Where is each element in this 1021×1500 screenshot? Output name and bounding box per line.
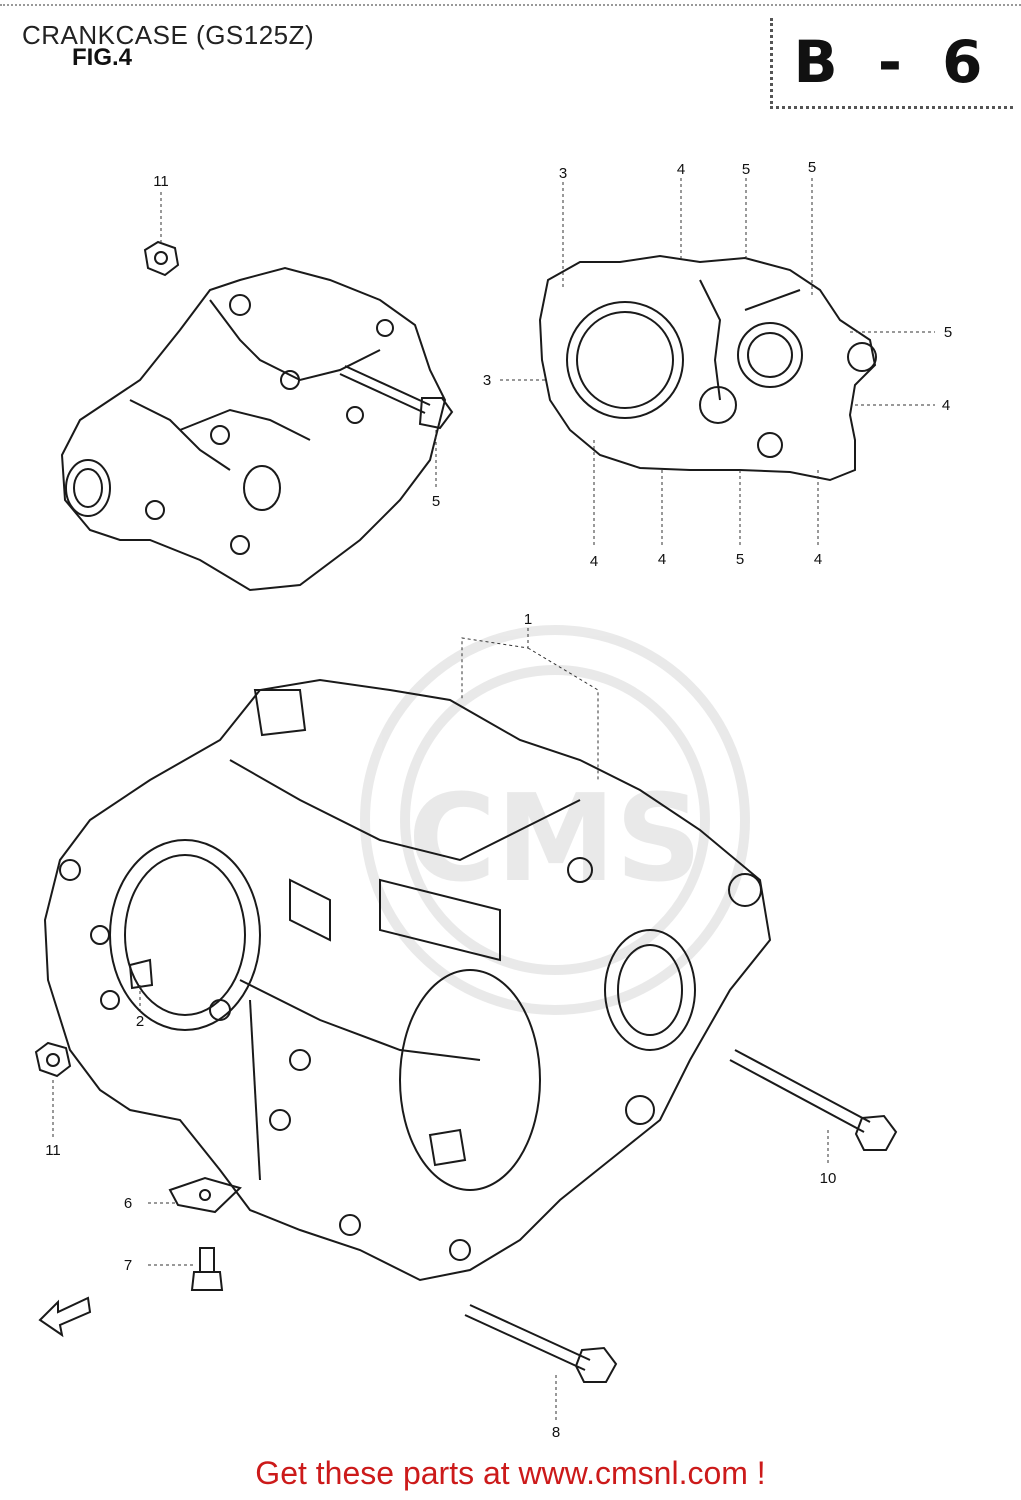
- callout-3-left: 3: [483, 372, 491, 389]
- callout-11-lower: 11: [45, 1142, 61, 1159]
- footer-link[interactable]: Get these parts at www.cmsnl.com !: [255, 1455, 766, 1491]
- bolt-5-upper: [339, 365, 454, 430]
- upper-crankcase-cover: [60, 266, 447, 592]
- figure-number: FIG.4: [72, 44, 133, 71]
- callout-4-right: 4: [942, 397, 950, 414]
- nut-11-lower: [34, 1041, 72, 1078]
- callout-4-bottom-b: 4: [658, 551, 666, 568]
- nut-11-upper: [143, 240, 180, 277]
- callout-11-upper: 11: [153, 173, 169, 190]
- callout-2-dowel: 2: [136, 1013, 144, 1030]
- page-code-box: B - 6: [770, 18, 1013, 109]
- crankcase-gasket: [538, 254, 877, 482]
- lower-crankcase: [43, 678, 772, 1282]
- callout-1-crankcase: 1: [524, 611, 532, 628]
- callout-7-screw: 7: [124, 1257, 132, 1274]
- leader-lines: [52, 178, 935, 1420]
- screw-7: [190, 1247, 224, 1291]
- plate-6: [168, 1176, 242, 1214]
- callout-5-cover-bolt: 5: [432, 493, 440, 510]
- cms-watermark: CMS: [360, 625, 750, 1015]
- watermark-text: CMS: [408, 770, 702, 909]
- callout-6-plate: 6: [124, 1195, 132, 1212]
- callout-8-bolt: 8: [552, 1424, 560, 1441]
- page-code: B - 6: [793, 28, 993, 96]
- callout-4-bottom-c: 4: [814, 551, 822, 568]
- callout-4-bottom-a: 4: [590, 553, 598, 570]
- callout-5-bottom: 5: [736, 551, 744, 568]
- callout-labels: 11 5 3 4 5 5 5 3 4 4 4 5 4 1 2 11 6 7 10…: [45, 159, 952, 1441]
- bolt-8: [464, 1304, 618, 1383]
- callout-5-top-a: 5: [742, 161, 750, 178]
- callout-3-top: 3: [559, 165, 567, 182]
- callout-5-top-b: 5: [808, 159, 816, 176]
- page-title: CRANKCASE (GS125Z): [22, 20, 315, 50]
- bolt-10: [729, 1049, 898, 1151]
- callout-5-right: 5: [944, 324, 952, 341]
- front-arrow-icon: [38, 1296, 92, 1338]
- callout-10-bolt: 10: [820, 1170, 837, 1187]
- top-border: [0, 4, 1021, 6]
- callout-4-top: 4: [677, 161, 685, 178]
